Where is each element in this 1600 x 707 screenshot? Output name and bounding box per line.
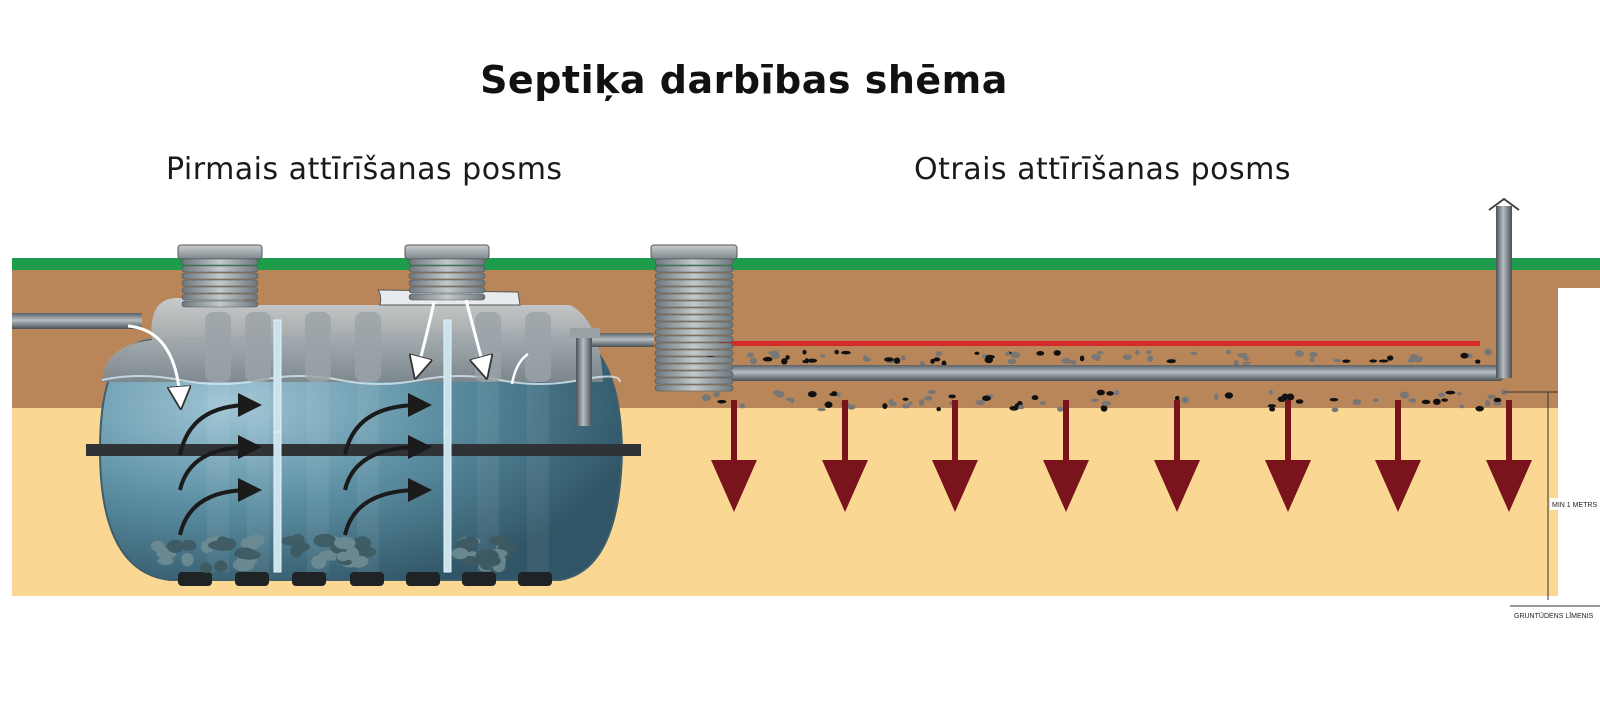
infiltration-arrows bbox=[711, 400, 1532, 512]
min-depth-label: MIN 1 METRS bbox=[1552, 502, 1597, 509]
inlet-pipe bbox=[12, 313, 142, 329]
stage-label-second: Otrais attīrīšanas posms bbox=[914, 152, 1291, 187]
diagram-title: Septiķa darbības shēma bbox=[480, 58, 1008, 102]
access-riser-1 bbox=[177, 244, 263, 308]
gravel-bed bbox=[701, 348, 1507, 413]
access-riser-2 bbox=[404, 244, 490, 301]
ventilation-riser bbox=[1496, 206, 1512, 378]
vent-cap bbox=[1488, 197, 1520, 211]
distribution-line bbox=[718, 341, 1480, 346]
distribution-well bbox=[650, 244, 738, 392]
infiltration-arrow bbox=[932, 400, 978, 512]
outlet-tee bbox=[576, 338, 592, 426]
infiltration-arrow bbox=[1265, 400, 1311, 512]
groundwater-label: GRUNTŪDENS LĪMENIS bbox=[1514, 612, 1594, 620]
infiltration-arrow bbox=[1043, 400, 1089, 512]
infiltration-arrow bbox=[1375, 400, 1421, 512]
septic-tank bbox=[86, 289, 641, 586]
infiltration-arrow bbox=[1486, 400, 1532, 512]
infiltration-arrow bbox=[822, 400, 868, 512]
infiltration-arrow bbox=[711, 400, 757, 512]
infiltration-arrow bbox=[1154, 400, 1200, 512]
stage-label-first: Pirmais attīrīšanas posms bbox=[166, 152, 563, 187]
infiltration-pipe bbox=[718, 365, 1503, 381]
